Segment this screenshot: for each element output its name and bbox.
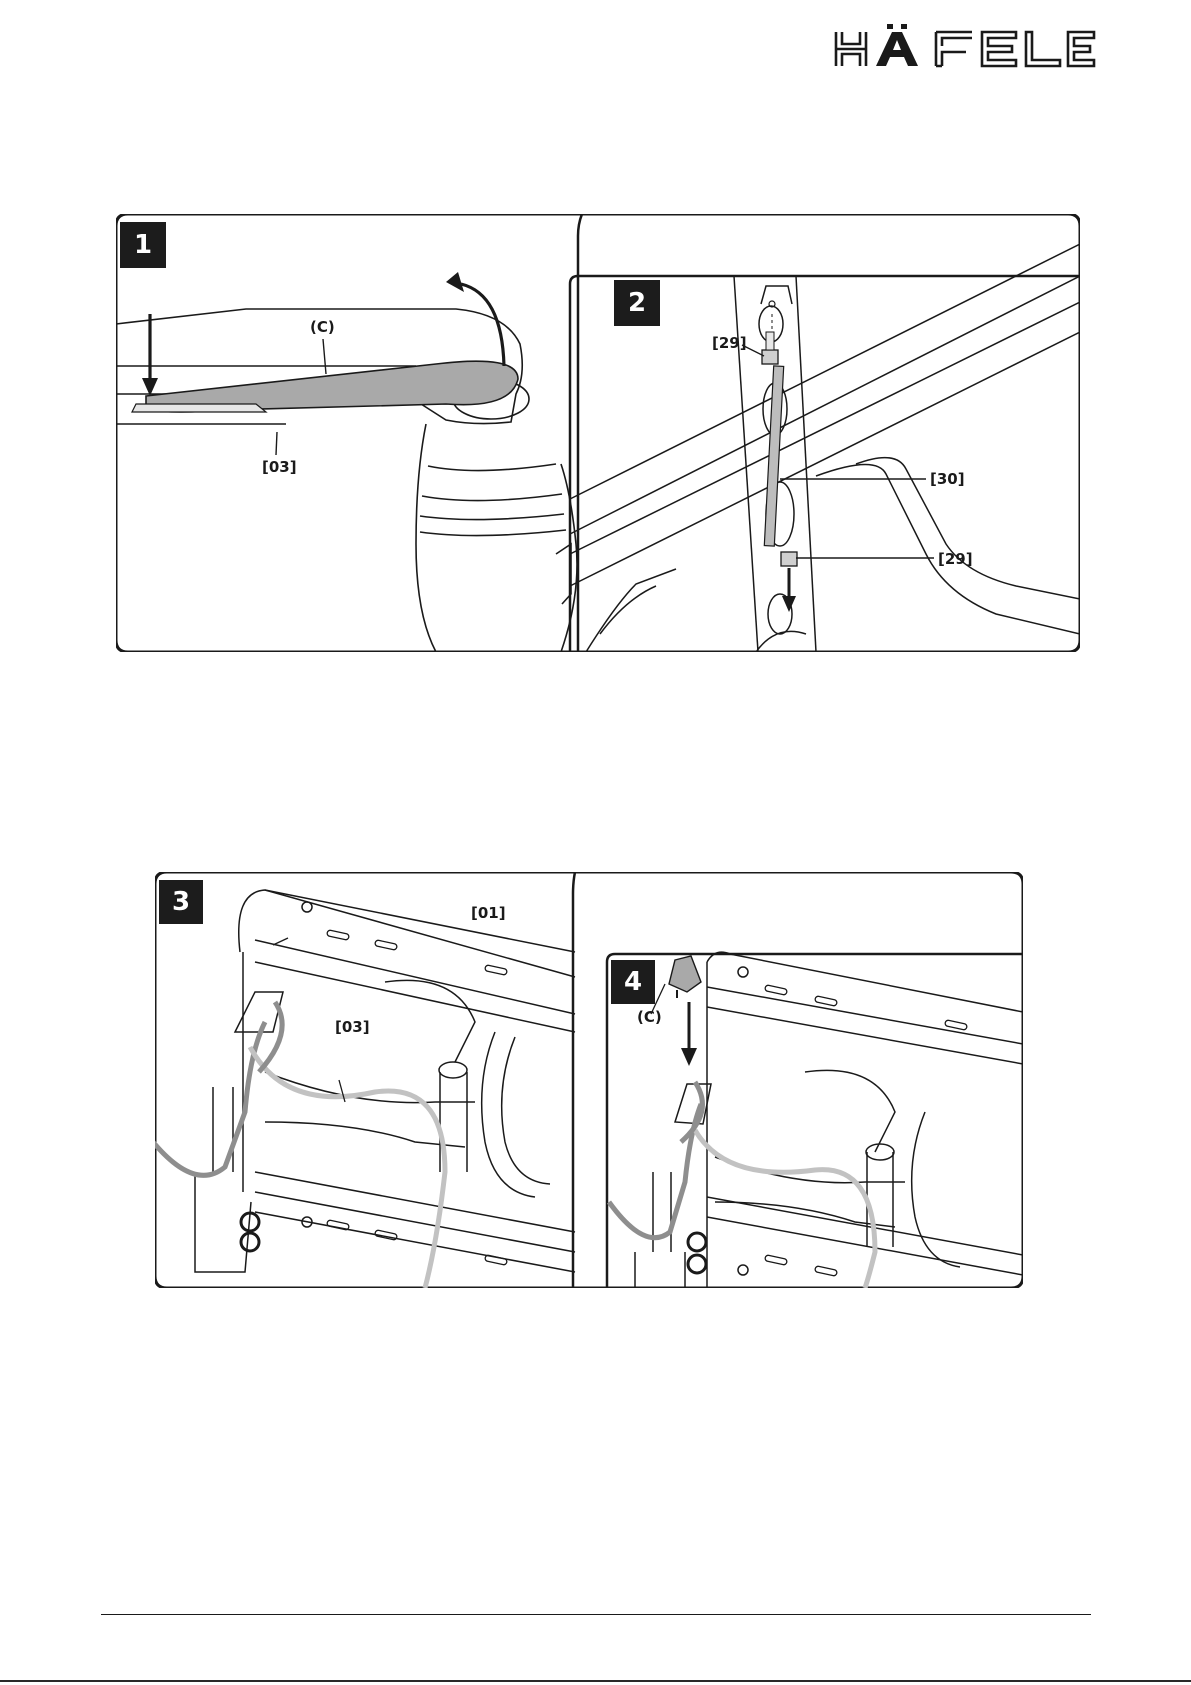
callout-fastener-29-lower: [29] — [938, 550, 973, 568]
callout-part-03: [03] — [262, 458, 297, 476]
footer-scan-edge — [0, 1680, 1191, 1682]
steps-3-4-drawing — [155, 872, 1023, 1288]
callout-rod-30: [30] — [930, 470, 965, 488]
step-1-badge: 1 — [120, 222, 166, 268]
callout-cap-c: (C) — [310, 318, 335, 336]
steps-1-2-figure: 1 (C) [03] 2 [29] [30] [29] — [116, 214, 1080, 652]
steps-1-2-drawing — [116, 214, 1080, 652]
footer-rule — [101, 1614, 1091, 1615]
hafele-logo — [832, 24, 1096, 72]
callout-arm-03: [03] — [335, 1018, 370, 1036]
step-4-badge: 4 — [611, 960, 655, 1004]
callout-rail-01: [01] — [471, 904, 506, 922]
callout-fastener-29-upper: [29] — [712, 334, 747, 352]
step-2-badge: 2 — [614, 280, 660, 326]
step-3-badge: 3 — [159, 880, 203, 924]
callout-cap-c-step4: (C) — [637, 1008, 662, 1026]
steps-3-4-figure: 3 [01] [03] 4 (C) — [155, 872, 1023, 1288]
